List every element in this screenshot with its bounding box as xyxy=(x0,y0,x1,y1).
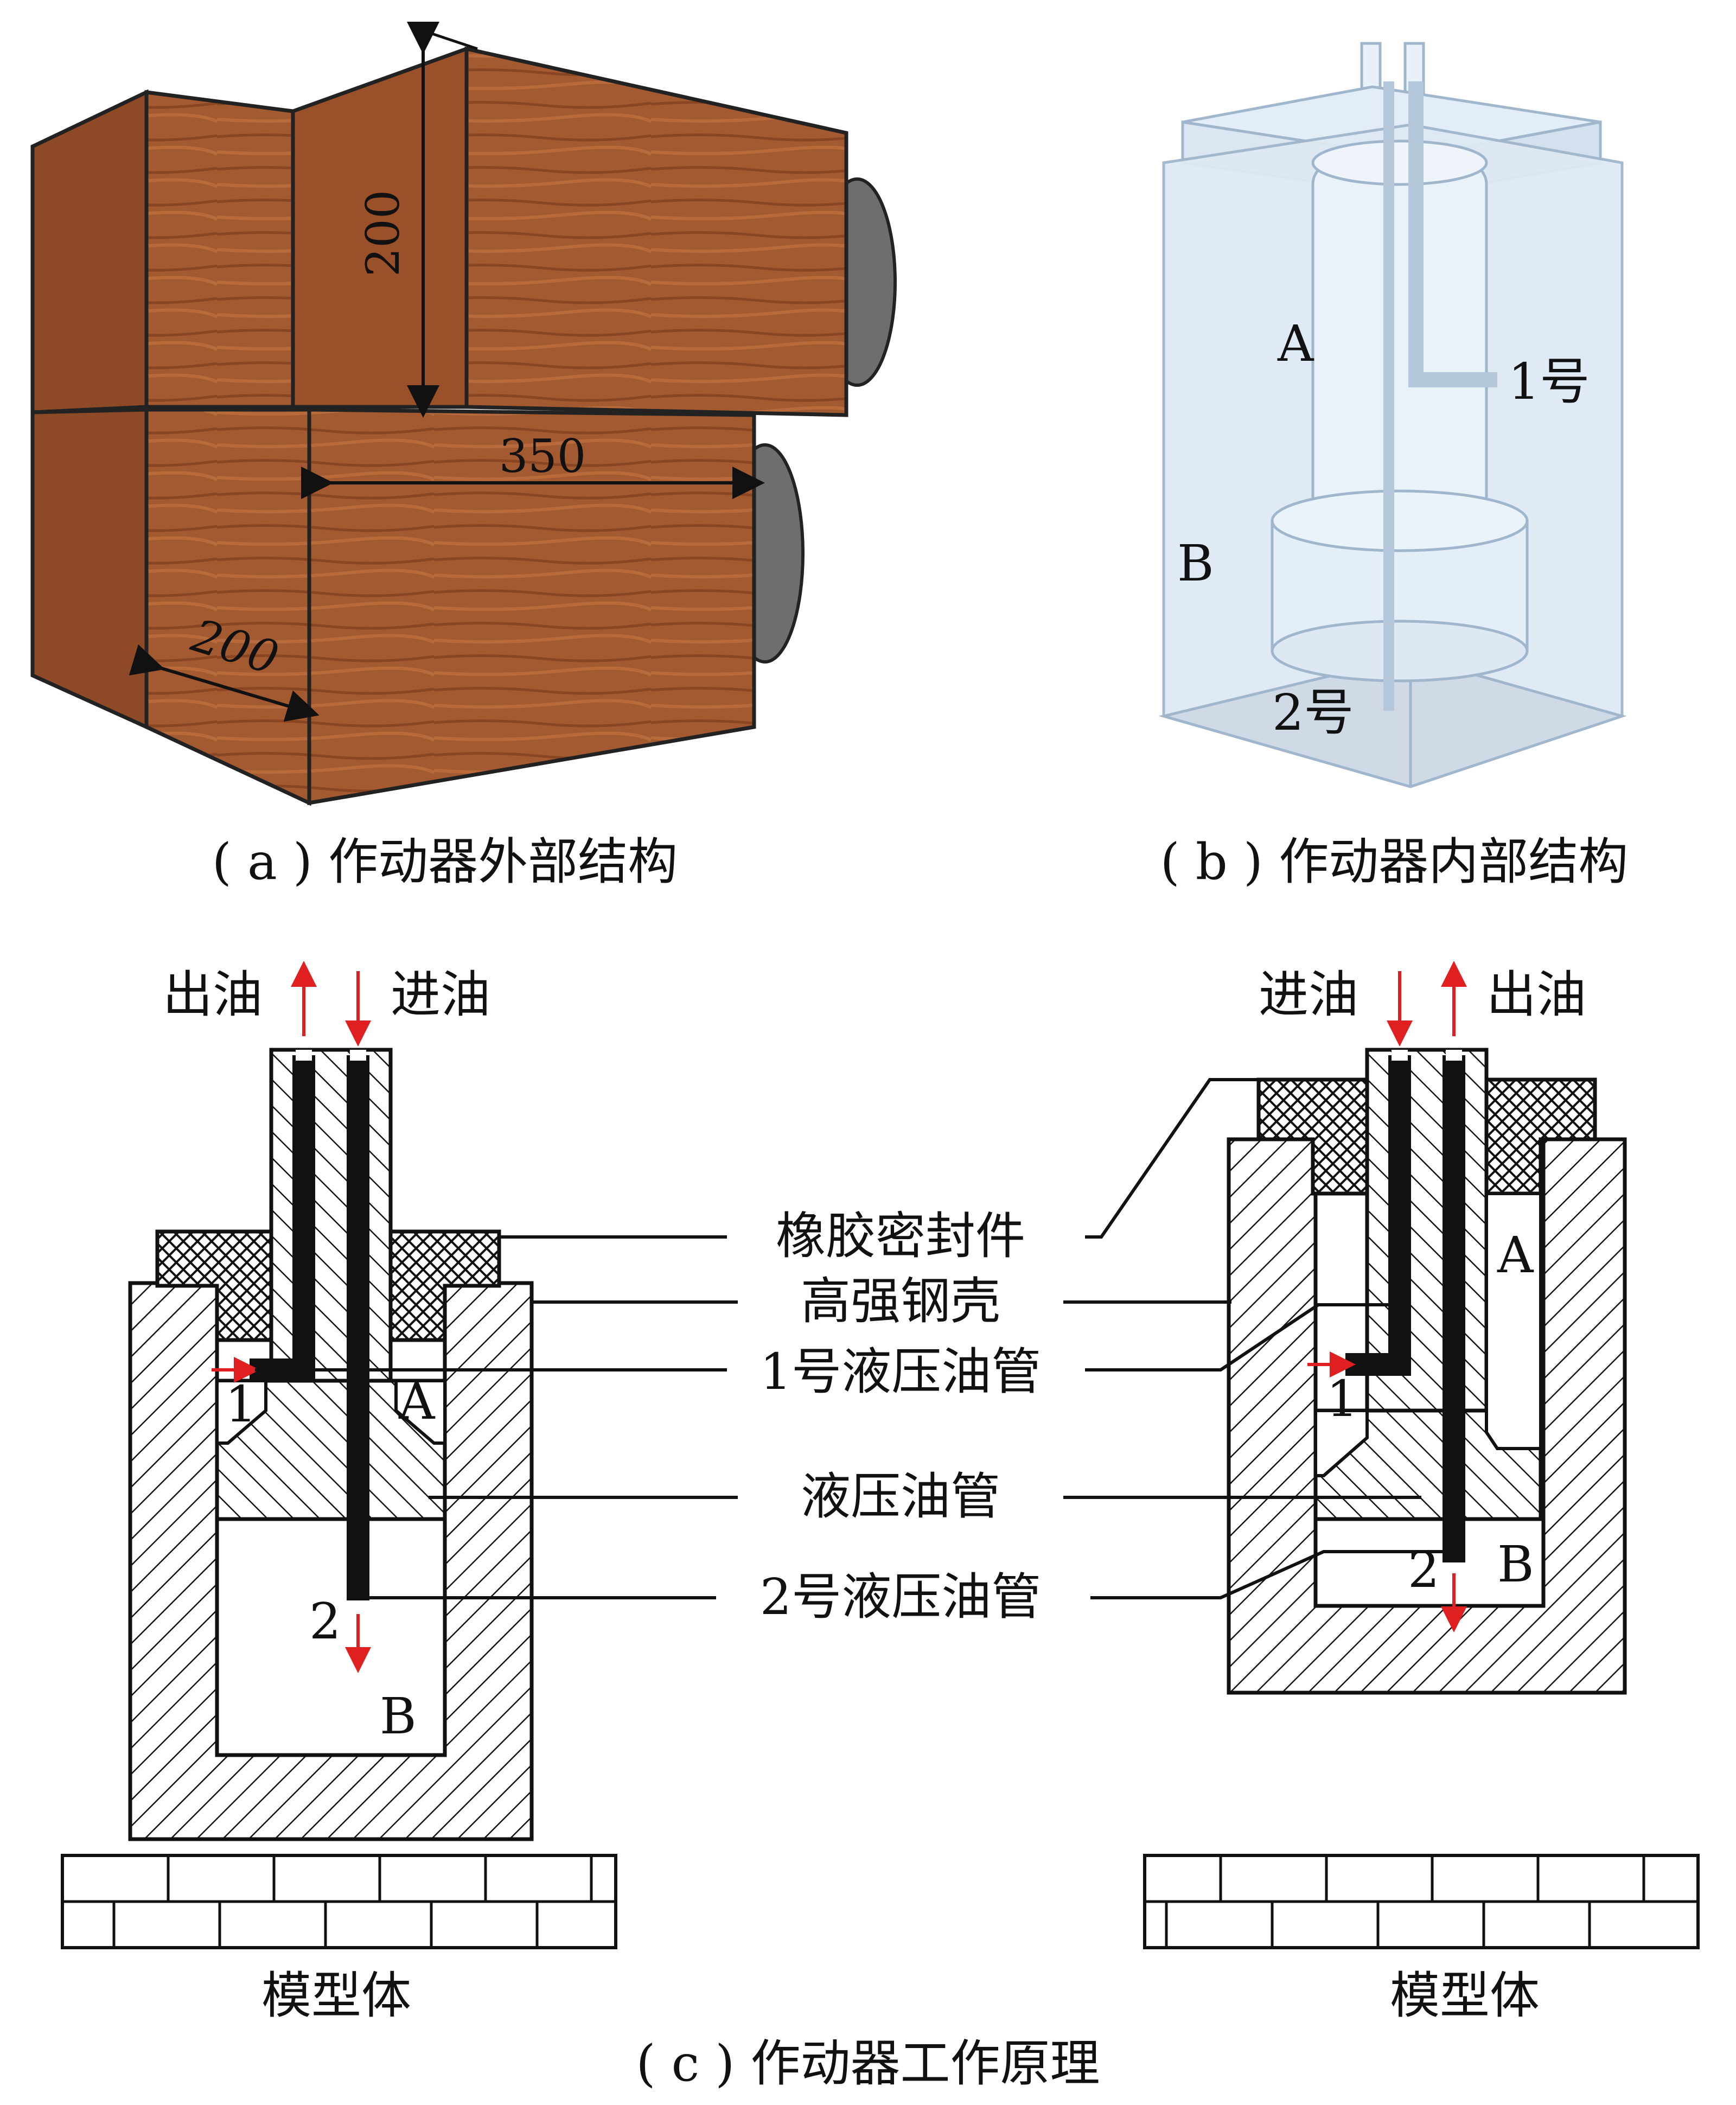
right-oil-in-label: 进油 xyxy=(1259,966,1358,1024)
legend-pipe2: 2号液压油管 xyxy=(760,1568,1042,1626)
panel-b-transparent-actuator xyxy=(1158,42,1627,788)
legend-pipe: 液压油管 xyxy=(801,1468,1000,1526)
right-chamber-a-label: A xyxy=(1497,1226,1534,1284)
right-chamber-b-label: B xyxy=(1497,1535,1534,1593)
dim-width-label: 350 xyxy=(499,430,586,483)
left-oil-in-label: 进油 xyxy=(391,966,490,1024)
right-actuator-section xyxy=(1143,961,1700,1949)
left-chamber-b-label: B xyxy=(380,1687,417,1745)
right-oil-out-label: 出油 xyxy=(1486,966,1586,1024)
leader-lines xyxy=(255,1078,1454,1599)
panel-a-wood-blocks xyxy=(30,22,897,806)
chamber-b-label: B xyxy=(1177,534,1214,592)
right-base-label: 模型体 xyxy=(1390,1967,1540,2025)
right-num2-label: 2 xyxy=(1408,1541,1440,1599)
chamber-a-label: A xyxy=(1277,315,1314,373)
legend-seal: 橡胶密封件 xyxy=(776,1207,1025,1265)
caption-c: ( c ) 作动器工作原理 xyxy=(636,2034,1100,2093)
left-base-label: 模型体 xyxy=(261,1967,411,2025)
pipe2-label: 2号 xyxy=(1272,684,1354,742)
left-num1-label: 1 xyxy=(225,1375,257,1433)
legend-pipe1: 1号液压油管 xyxy=(760,1343,1042,1401)
dim-height-label: 200 xyxy=(356,190,410,277)
pipe1-label: 1号 xyxy=(1508,353,1590,411)
right-num1-label: 1 xyxy=(1326,1370,1358,1428)
legend-shell: 高强钢壳 xyxy=(801,1272,1000,1330)
left-chamber-a-label: A xyxy=(398,1373,436,1431)
caption-a: ( a ) 作动器外部结构 xyxy=(212,833,678,891)
left-oil-out-label: 出油 xyxy=(163,966,263,1024)
caption-b: ( b ) 作动器内部结构 xyxy=(1160,833,1628,891)
left-num2-label: 2 xyxy=(309,1592,341,1650)
left-actuator-section xyxy=(61,961,617,1949)
